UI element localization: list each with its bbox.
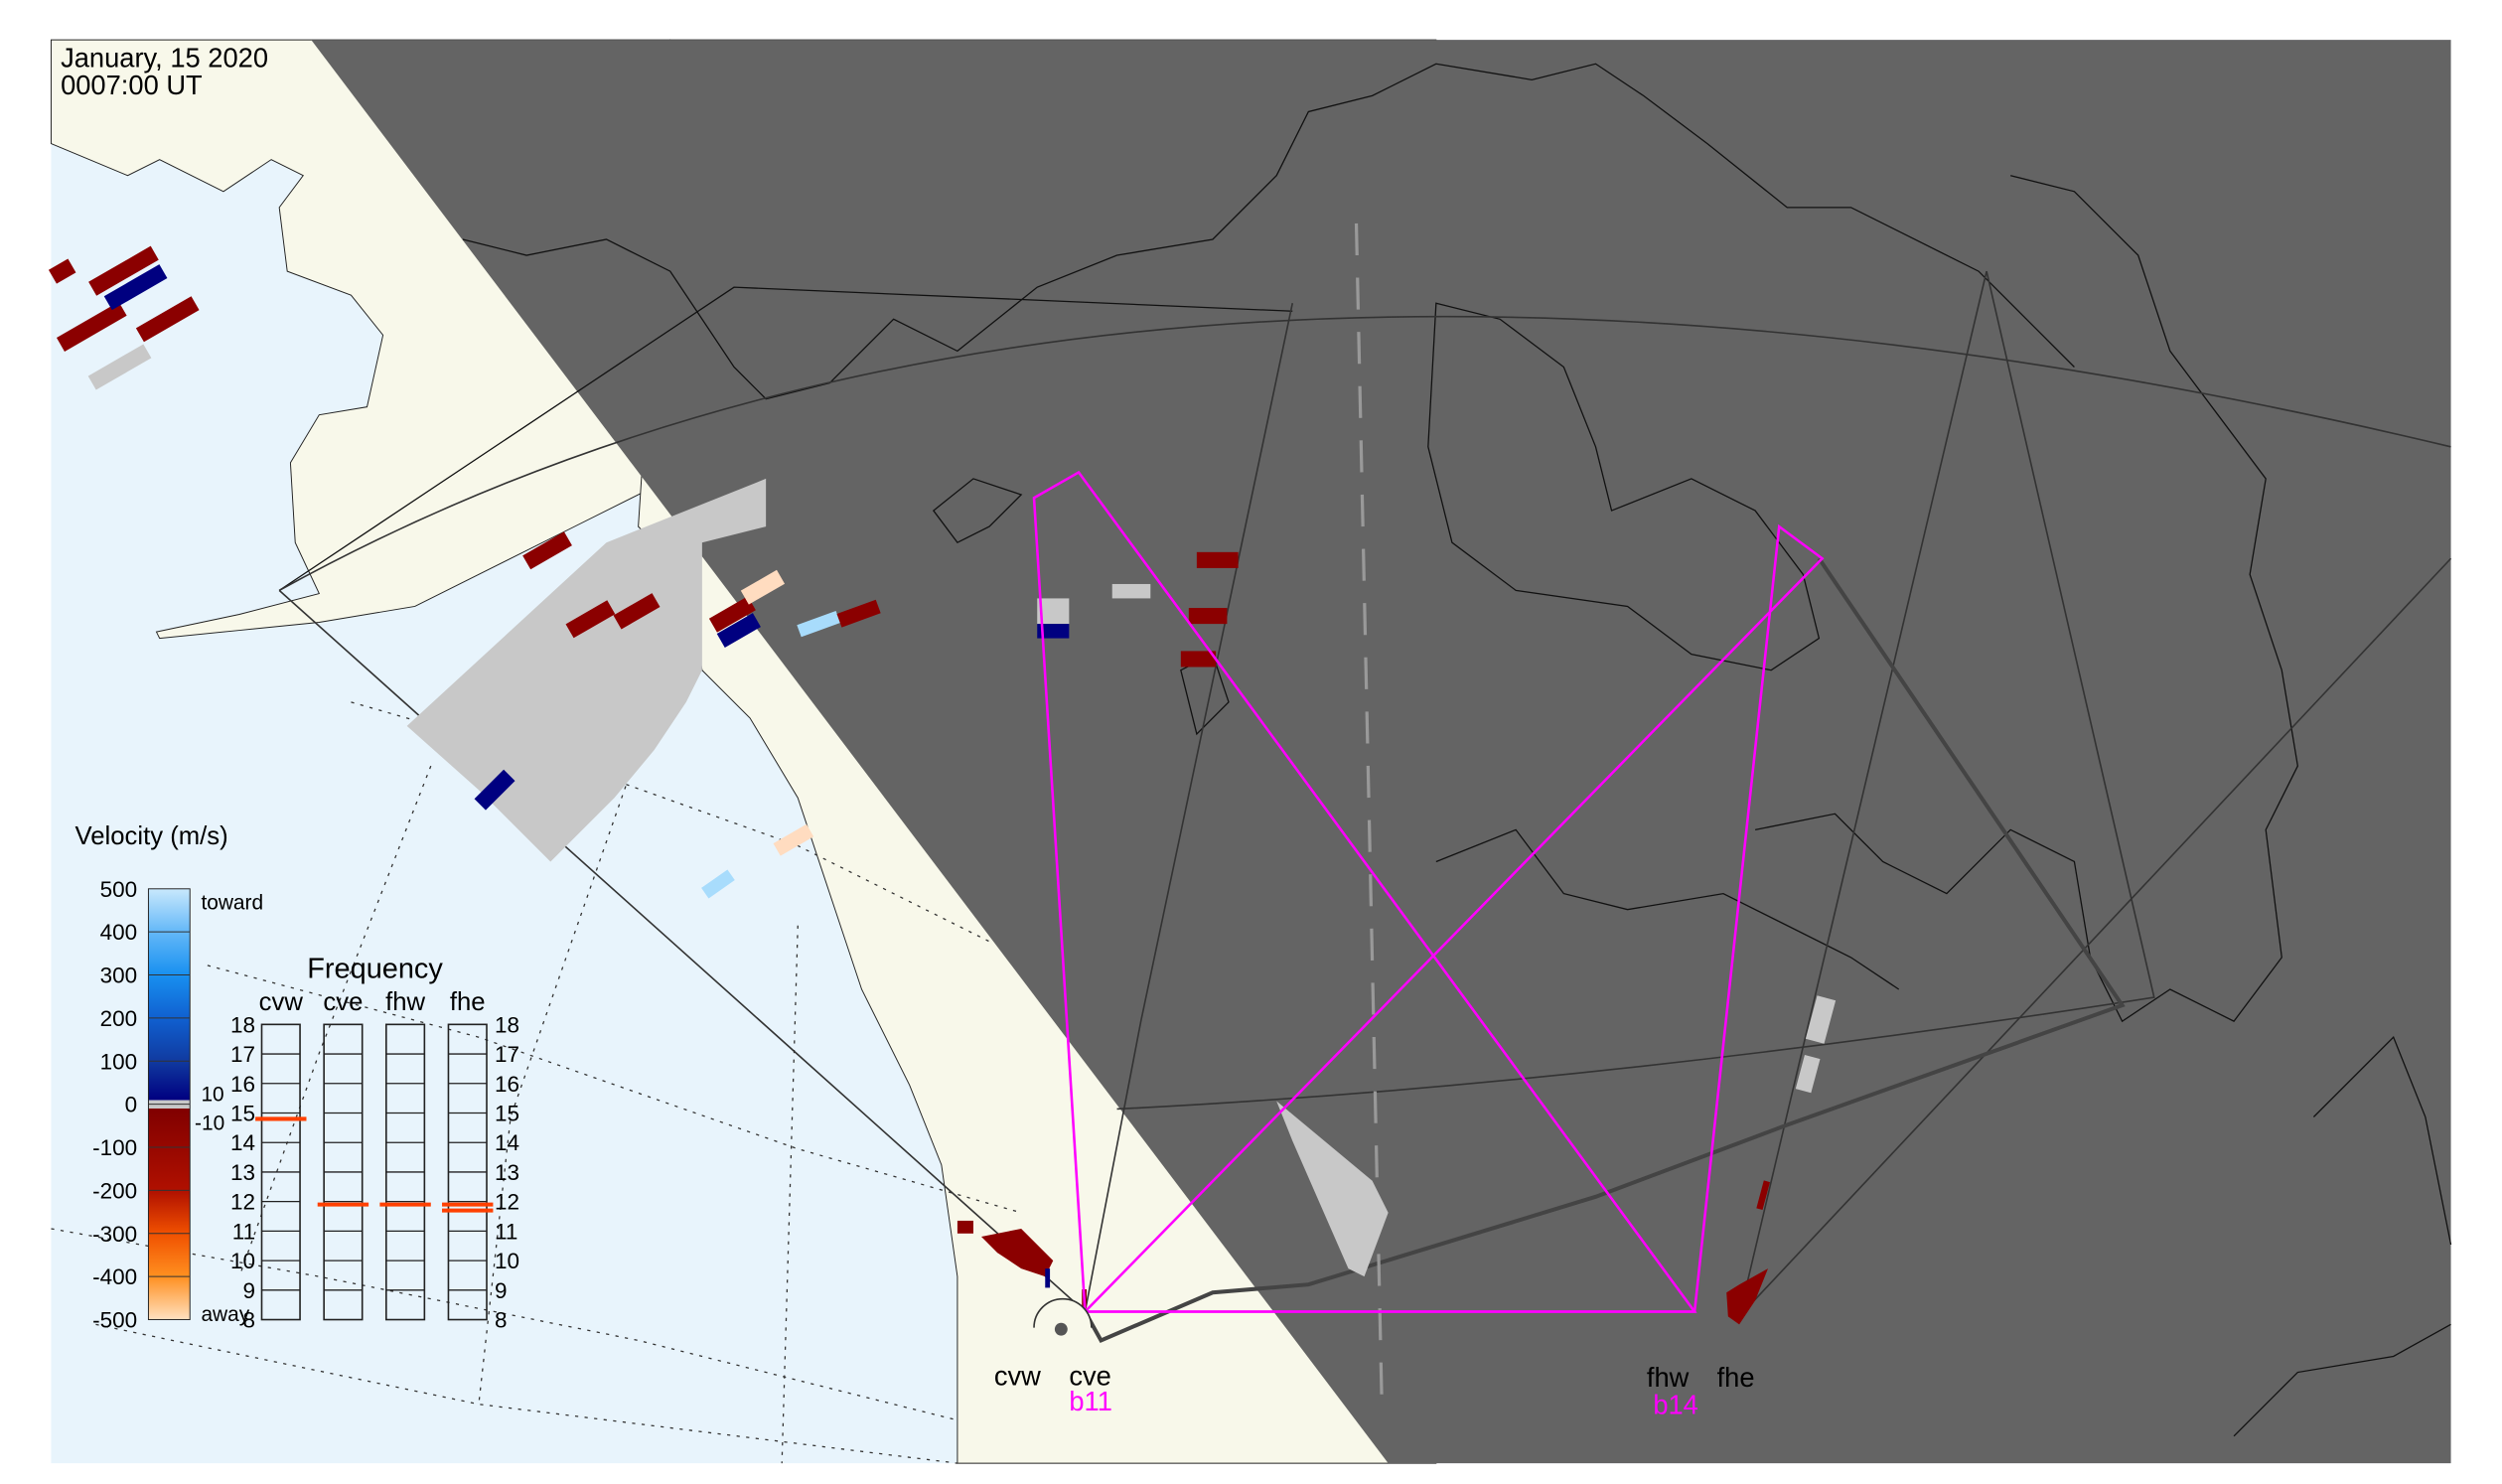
velocity-inner-tick-pos: 10 <box>201 1083 223 1106</box>
velocity-tick-label: 400 <box>100 920 138 945</box>
frequency-tick-right: 12 <box>495 1190 519 1215</box>
velocity-tick-label: 500 <box>100 877 138 902</box>
site-dot-icon <box>1054 1322 1068 1336</box>
velocity-tick-label: -500 <box>92 1308 137 1333</box>
frequency-panel-title: Frequency <box>307 954 443 985</box>
coastlines <box>278 63 2452 1437</box>
velocity-toward-label: toward <box>201 892 263 915</box>
frequency-tick-left: 17 <box>230 1042 255 1067</box>
fov-boundary-thick <box>1083 557 2126 1343</box>
frequency-tick-left: 13 <box>230 1160 255 1185</box>
frequency-column-label-fhe: fhe <box>450 988 486 1016</box>
velocity-tick-label: 100 <box>100 1049 138 1074</box>
site-label-cvw: cvw <box>994 1360 1041 1391</box>
frequency-tick-left: 14 <box>230 1130 255 1155</box>
night-terminator-shading <box>311 40 2451 1464</box>
frequency-column-label-cvw: cvw <box>259 988 304 1016</box>
beam-label-b11: b11 <box>1069 1386 1112 1416</box>
frequency-tick-right: 13 <box>495 1160 519 1185</box>
site-label-fhw: fhw <box>1647 1362 1690 1393</box>
velocity-tick-label: 300 <box>100 964 138 988</box>
frequency-tick-left: 9 <box>243 1278 256 1303</box>
velocity-tick-label: -100 <box>92 1135 137 1160</box>
frequency-tick-right: 18 <box>495 1012 519 1037</box>
frequency-tick-left: 11 <box>232 1219 255 1244</box>
frequency-tick-right: 17 <box>495 1042 519 1067</box>
frequency-tick-right: 8 <box>495 1308 508 1333</box>
velocity-legend-title: Velocity (m/s) <box>75 822 228 850</box>
frequency-tick-right: 10 <box>495 1249 519 1273</box>
frequency-tick-left: 12 <box>230 1190 255 1215</box>
frequency-tick-left: 8 <box>243 1308 256 1333</box>
velocity-tick-labels: 500 400 300 200 100 0 -100 -200 -300 -400 -500 <box>92 877 191 1333</box>
site-label-cve: cve <box>1069 1360 1110 1391</box>
velocity-tick-label: -400 <box>92 1264 137 1289</box>
frequency-tick-left: 18 <box>230 1012 255 1037</box>
frequency-tick-left: 16 <box>230 1072 255 1097</box>
velocity-tick-label: 0 <box>125 1093 138 1117</box>
frequency-tick-left: 10 <box>230 1249 255 1273</box>
frequency-tick-right: 14 <box>495 1130 519 1155</box>
groundscatter-cells <box>87 344 1837 1277</box>
radar-fov-outlines <box>278 270 2452 1317</box>
velocity-tick-label: -200 <box>92 1178 137 1203</box>
frequency-column-label-fhw: fhw <box>385 988 425 1016</box>
frequency-column-label-cve: cve <box>323 988 363 1016</box>
frequency-tick-left: 15 <box>230 1102 255 1126</box>
date-label: January, 15 2020 <box>61 42 268 73</box>
beam-label-b14: b14 <box>1653 1389 1698 1419</box>
frequency-tick-right: 9 <box>495 1278 508 1303</box>
velocity-away-label: away <box>201 1303 249 1326</box>
frequency-tick-right: 16 <box>495 1072 519 1097</box>
frequency-tick-right: 15 <box>495 1102 519 1126</box>
velocity-tick-label: 200 <box>100 1006 138 1031</box>
velocity-tick-label: -300 <box>92 1222 137 1247</box>
velocity-inner-tick-neg: -10 <box>195 1112 224 1134</box>
frequency-tick-right: 11 <box>495 1219 517 1244</box>
velocity-cells <box>48 245 1771 1325</box>
site-label-fhe: fhe <box>1717 1362 1755 1393</box>
site-cvw-cve-marker <box>1033 1297 1093 1328</box>
time-label: 0007:00 UT <box>61 70 203 100</box>
